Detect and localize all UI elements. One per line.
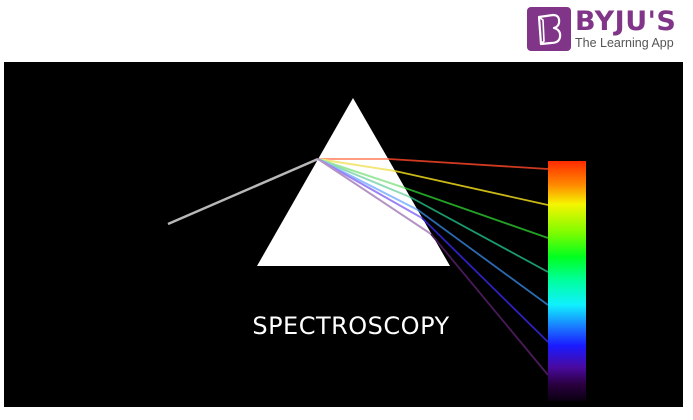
- ray-blue: [417, 209, 549, 306]
- ray-red: [388, 158, 549, 170]
- brand-name: BYJU'S: [575, 6, 677, 37]
- ray-green: [404, 187, 549, 239]
- figure-title: SPECTROSCOPY: [252, 312, 450, 340]
- byjus-logo: BYJU'S The Learning App: [527, 5, 676, 53]
- dispersed-rays: [388, 158, 549, 376]
- incident-light-ray: [167, 157, 319, 226]
- byjus-badge-icon: [527, 7, 571, 51]
- internal-rays: [317, 158, 432, 235]
- ray-yellow: [394, 170, 549, 206]
- spectrum-bar: [548, 161, 586, 401]
- ray-indigo: [421, 217, 549, 343]
- ray-violet: [430, 233, 549, 376]
- ray-teal: [409, 196, 549, 273]
- brand-tagline: The Learning App: [575, 36, 674, 50]
